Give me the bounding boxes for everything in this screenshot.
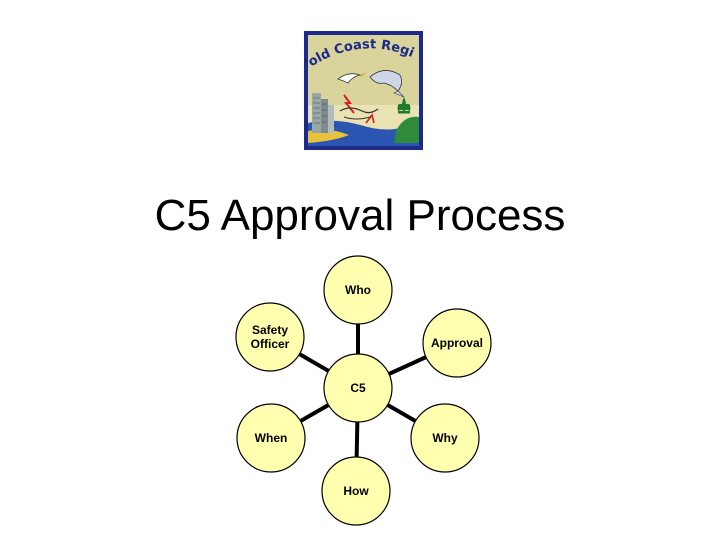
node-how: How: [321, 456, 391, 526]
node-c5-center: C5: [323, 353, 393, 423]
node-c5-center-label: C5: [350, 381, 366, 395]
node-approval-circle: [422, 308, 492, 378]
node-why-label: Why: [432, 431, 458, 445]
gold-coast-region-logo: Gold Coast Region: [304, 31, 423, 150]
node-c5-center-circle: [323, 353, 393, 423]
page-title: C5 Approval Process: [154, 191, 566, 240]
node-when-circle: [236, 403, 306, 473]
node-when: When: [236, 403, 306, 473]
node-who: Who: [323, 255, 393, 325]
node-why-circle: [410, 403, 480, 473]
node-why: Why: [410, 403, 480, 473]
node-safety-officer-label: Safety: [252, 323, 288, 337]
node-safety-officer-label: Officer: [251, 337, 290, 351]
node-how-label: How: [343, 484, 369, 498]
node-approval: Approval: [422, 308, 492, 378]
node-approval-label: Approval: [431, 336, 483, 350]
node-who-circle: [323, 255, 393, 325]
node-who-label: Who: [345, 283, 371, 297]
node-when-label: When: [255, 431, 288, 445]
node-safety-officer-circle: [235, 302, 305, 372]
node-how-circle: [321, 456, 391, 526]
